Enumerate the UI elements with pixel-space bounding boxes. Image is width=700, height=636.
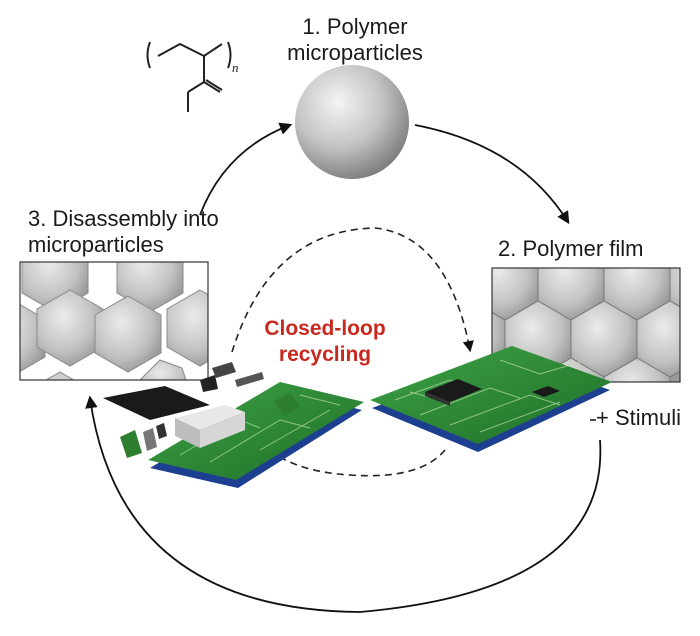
center-label-line1: Closed-loop [264,317,386,340]
step3-label-line1: 3. Disassembly into [28,206,219,231]
dashed-arrow-lower [270,449,446,477]
dashed-arrow-upper [231,227,474,353]
step3-label-line2: microparticles [28,232,164,257]
disassembly-image [19,261,209,381]
circuit-board-right [370,346,612,452]
center-label-line2: recycling [278,343,372,366]
stimuli-label: + Stimuli [596,405,681,430]
step1-label-line1: 1. Polymer [302,14,408,39]
circuit-board-left [103,362,364,488]
arrow-stimuli-bottom [85,395,602,613]
step1-label-line2: microparticles [287,40,423,65]
polymer-structure [146,41,232,112]
step2-label: 2. Polymer film [498,236,644,261]
arrow-disassembly-to-particles [199,122,293,216]
arrow-particles-to-film [414,124,570,225]
polymer-microparticle-sphere [295,65,409,179]
subscript-n: n [232,60,239,75]
